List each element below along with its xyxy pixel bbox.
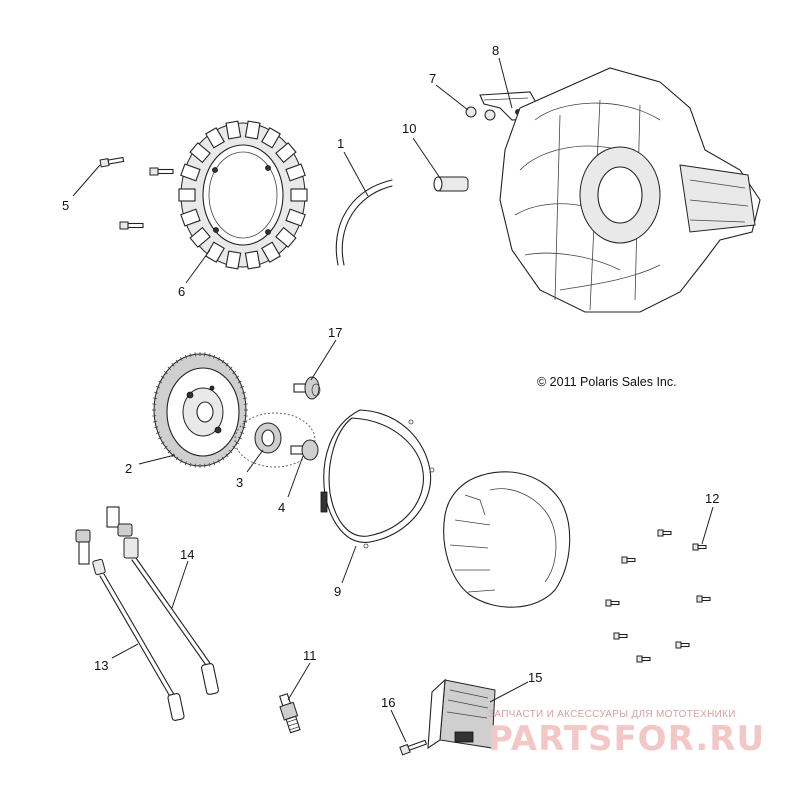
crankcase-housing — [499, 67, 761, 313]
callout-labels: 1 2 3 4 5 6 7 8 9 10 11 12 13 14 15 16 1… — [62, 43, 719, 710]
magneto-cover — [443, 471, 571, 608]
callout-6: 6 — [178, 284, 185, 299]
watermark-tagline: ЗАПЧАСТИ И АКСЕССУАРЫ ДЛЯ МОТОТЕХНИКИ — [488, 709, 736, 720]
callout-2: 2 — [125, 461, 132, 476]
gear-shaft-part — [290, 439, 319, 461]
stator-bolts — [99, 156, 174, 230]
callout-5: 5 — [62, 198, 69, 213]
regulator-bolt — [399, 739, 428, 756]
callout-16: 16 — [381, 695, 395, 710]
callout-4: 4 — [278, 500, 285, 515]
callout-1: 1 — [337, 136, 344, 151]
gear-part — [293, 376, 321, 400]
spark-plug-wire-13 — [75, 529, 185, 721]
callout-13: 13 — [94, 658, 108, 673]
callout-11: 11 — [303, 648, 317, 663]
callout-7: 7 — [429, 71, 436, 86]
leader-lines — [72, 57, 714, 743]
callout-10: 10 — [402, 121, 416, 136]
callout-3: 3 — [236, 475, 243, 490]
copyright-text: © 2011 Polaris Sales Inc. — [537, 375, 677, 389]
spark-plug-part — [279, 693, 301, 734]
callout-12: 12 — [705, 491, 719, 506]
callout-9: 9 — [334, 584, 341, 599]
spark-plug-wire-14 — [106, 506, 219, 695]
watermark: ЗАПЧАСТИ И АКСЕССУАРЫ ДЛЯ МОТОТЕХНИКИ PA… — [488, 709, 765, 759]
watermark-logo: PARTSFOR.RU — [488, 719, 765, 759]
callout-17: 17 — [328, 325, 342, 340]
callout-14: 14 — [180, 547, 194, 562]
wire-part — [335, 179, 393, 266]
starter-clutch-part — [234, 412, 316, 468]
cover-bolts — [605, 529, 711, 663]
grommet-part — [433, 176, 469, 192]
callout-15: 15 — [528, 670, 542, 685]
stator-part — [178, 120, 308, 270]
gasket-part — [320, 409, 435, 549]
callout-8: 8 — [492, 43, 499, 58]
bracket-bolts — [465, 106, 496, 121]
flywheel-part — [152, 352, 248, 468]
regulator-part — [427, 678, 496, 750]
